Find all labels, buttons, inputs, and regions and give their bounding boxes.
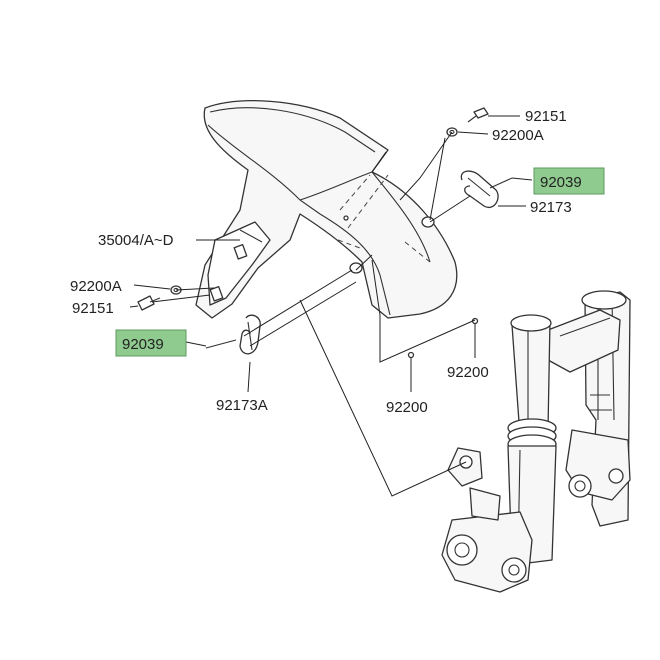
highlight-box-92039-left xyxy=(115,329,187,357)
highlight-box-92039-right xyxy=(533,167,605,195)
leader-lines xyxy=(129,115,533,497)
bolt-92151-left[interactable] xyxy=(137,295,161,311)
clip-92173[interactable] xyxy=(460,170,499,209)
label-92151-top[interactable]: 92151 xyxy=(525,108,567,125)
cable-tie-92039-left[interactable] xyxy=(205,339,237,349)
clip-92173a[interactable] xyxy=(239,314,261,355)
front-fender xyxy=(195,100,458,319)
label-92039-left[interactable]: 92039 xyxy=(122,336,164,353)
label-92173a[interactable]: 92173A xyxy=(216,397,268,414)
label-92039-right[interactable]: 92039 xyxy=(540,174,582,191)
label-92200a-top[interactable]: 92200A xyxy=(492,127,544,144)
rivet-92200-center[interactable] xyxy=(407,351,415,359)
label-92200a-left[interactable]: 92200A xyxy=(70,278,122,295)
cable-tie-92039-right[interactable] xyxy=(489,177,513,189)
label-92151-left[interactable]: 92151 xyxy=(72,300,114,317)
label-92200-right[interactable]: 92200 xyxy=(447,364,489,381)
front-fork-assembly xyxy=(441,290,631,593)
label-92200-center[interactable]: 92200 xyxy=(386,399,428,416)
bolt-92151-top[interactable] xyxy=(467,107,489,123)
label-35004[interactable]: 35004/A~D xyxy=(98,232,174,249)
label-92173[interactable]: 92173 xyxy=(530,199,572,216)
